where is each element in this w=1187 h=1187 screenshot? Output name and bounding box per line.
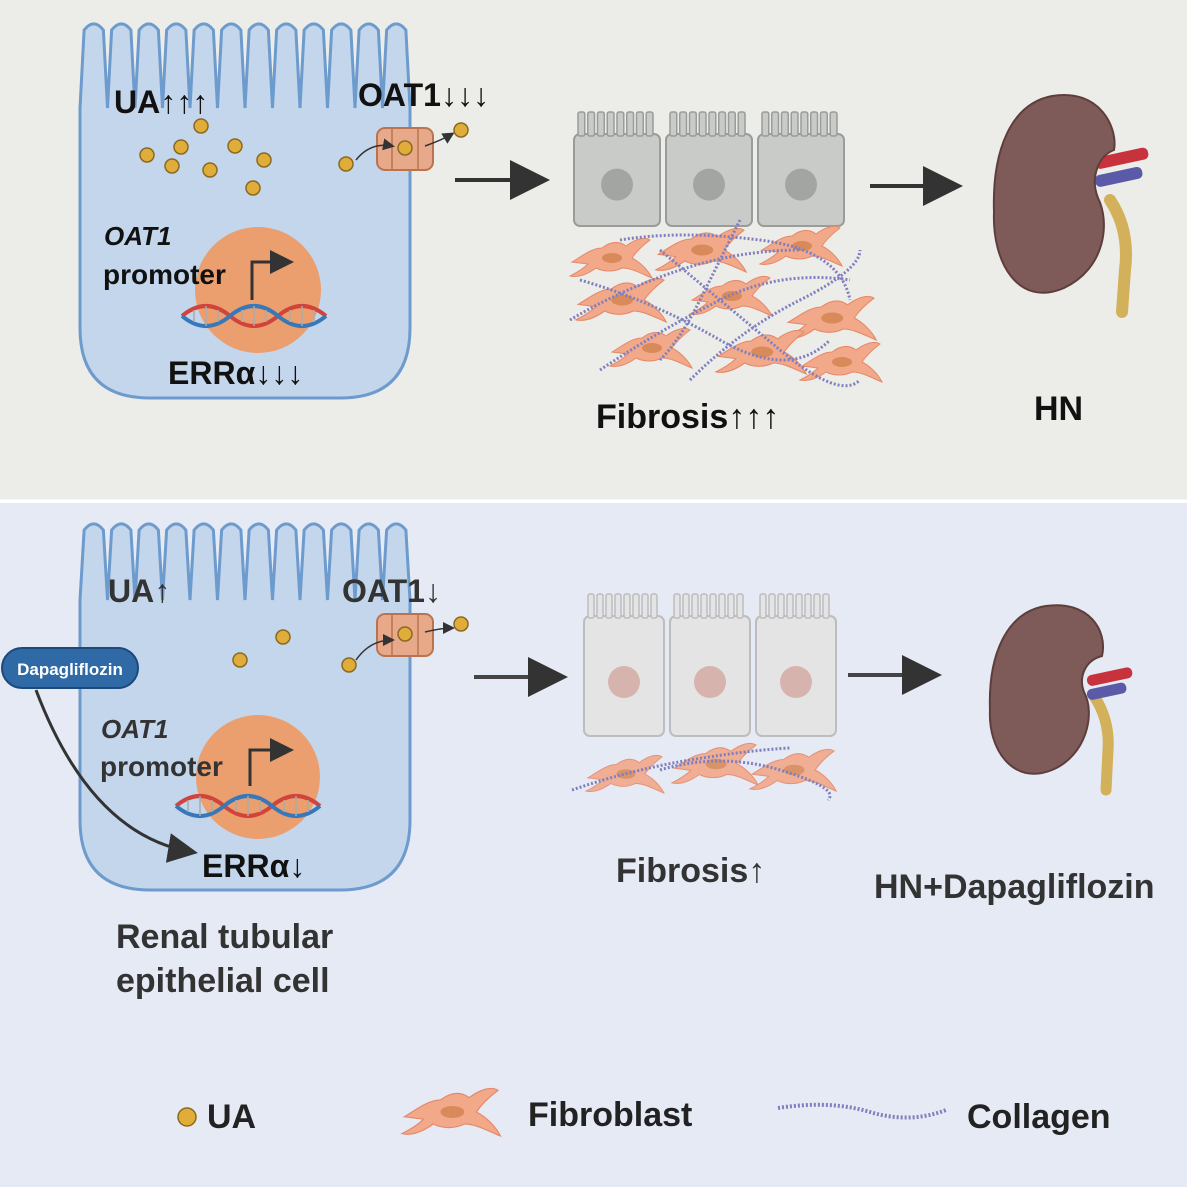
bottom-promoter-word-label: promoter <box>100 751 223 782</box>
bottom-tubular-cells <box>583 593 837 737</box>
ua-particle <box>173 139 189 155</box>
bottom-cell-body <box>78 522 412 892</box>
tubular-cell <box>573 111 661 227</box>
tubular-cell <box>757 111 845 227</box>
top-outcome-label: HN <box>1034 390 1083 428</box>
top-dna-helix-icon <box>180 304 328 328</box>
tubular-cell <box>669 593 751 737</box>
top-oat1-label: OAT1↓↓↓ <box>358 77 489 113</box>
top-cell-nucleus <box>195 227 321 353</box>
cell-caption-line-1: Renal tubular <box>116 918 333 956</box>
tubular-cell <box>583 593 665 737</box>
top-promoter-gene-label: OAT1 <box>104 221 171 251</box>
top-erra-label: ERRα↓↓↓ <box>168 355 303 391</box>
top-collagen-fibers <box>569 219 862 388</box>
ua-particle <box>256 152 272 168</box>
legend-ua-label: UA <box>207 1098 256 1136</box>
bottom-renal-vein <box>1086 682 1127 700</box>
ua-particle <box>139 147 155 163</box>
top-promoter-word-label: promoter <box>103 259 226 290</box>
ua-particle <box>275 629 291 645</box>
ua-particle <box>164 158 180 174</box>
top-promoter-arrow-icon <box>250 250 294 300</box>
tubular-cell <box>755 593 837 737</box>
top-ua-particles <box>139 118 354 196</box>
bottom-oat1-label: OAT1↓ <box>342 573 441 609</box>
bottom-fibrosis-label: Fibrosis↑ <box>616 852 765 890</box>
top-kidney-icon <box>992 93 1116 294</box>
top-renal-artery <box>1094 147 1149 169</box>
top-renal-vein <box>1094 166 1143 187</box>
legend-collagen-label: Collagen <box>967 1098 1111 1136</box>
ua-particle <box>232 652 248 668</box>
bottom-fibrosis-illustration: Fibrosis↑ <box>571 593 837 890</box>
dapagliflozin-badge-label: Dapagliflozin <box>17 660 123 679</box>
bottom-outcome-label: HN+Dapagliflozin <box>874 868 1155 906</box>
ua-particle <box>227 138 243 154</box>
tubular-cell <box>665 111 753 227</box>
ua-particle <box>338 156 354 172</box>
top-epithelial-cell: UA↑↑↑ OAT1↓↓↓ OAT1 promoter ERRα↓↓↓ <box>78 22 489 400</box>
legend-ua-swatch <box>177 1107 197 1127</box>
dapagliflozin-badge: Dapagliflozin <box>1 647 139 689</box>
top-fibrosis-label: Fibrosis↑↑↑ <box>596 398 779 436</box>
cell-caption-line-2: epithelial cell <box>116 962 330 1000</box>
bottom-epithelial-cell: UA↑ OAT1↓ OAT1 promoter ERRα↓ <box>78 522 469 892</box>
bottom-renal-artery <box>1086 667 1133 686</box>
bottom-collagen-fibers <box>571 746 832 802</box>
bottom-erra-label: ERRα↓ <box>202 848 305 884</box>
bottom-oat1-transporter-icon <box>355 613 469 661</box>
top-tubular-cells <box>573 111 845 227</box>
bottom-promoter-gene-label: OAT1 <box>101 714 168 744</box>
bottom-ureter <box>1088 690 1114 796</box>
bottom-kidney-illustration: HN+Dapagliflozin <box>874 604 1155 906</box>
bottom-kidney-icon <box>988 604 1104 775</box>
top-fibrosis-illustration: Fibrosis↑↑↑ <box>569 111 883 436</box>
ua-particle <box>193 118 209 134</box>
bottom-dna-helix-icon <box>174 794 322 818</box>
top-ureter <box>1104 194 1132 318</box>
dapagliflozin-to-erra-arrow <box>34 689 198 863</box>
bottom-promoter-arrow-icon <box>248 738 294 786</box>
top-oat1-transporter-icon <box>355 122 469 171</box>
bottom-ua-label: UA↑ <box>108 573 170 609</box>
ua-particle <box>245 180 261 196</box>
top-kidney-illustration: HN <box>992 93 1149 428</box>
legend-fibroblast-label: Fibroblast <box>528 1096 692 1134</box>
ua-particle <box>202 162 218 178</box>
top-ua-label: UA↑↑↑ <box>114 84 208 120</box>
top-cell-body <box>78 22 412 400</box>
ua-particle <box>341 657 357 673</box>
legend: UA Fibroblast Collagen <box>177 1087 1111 1137</box>
bottom-ua-particles <box>232 629 357 673</box>
legend-collagen-swatch <box>777 1102 947 1120</box>
